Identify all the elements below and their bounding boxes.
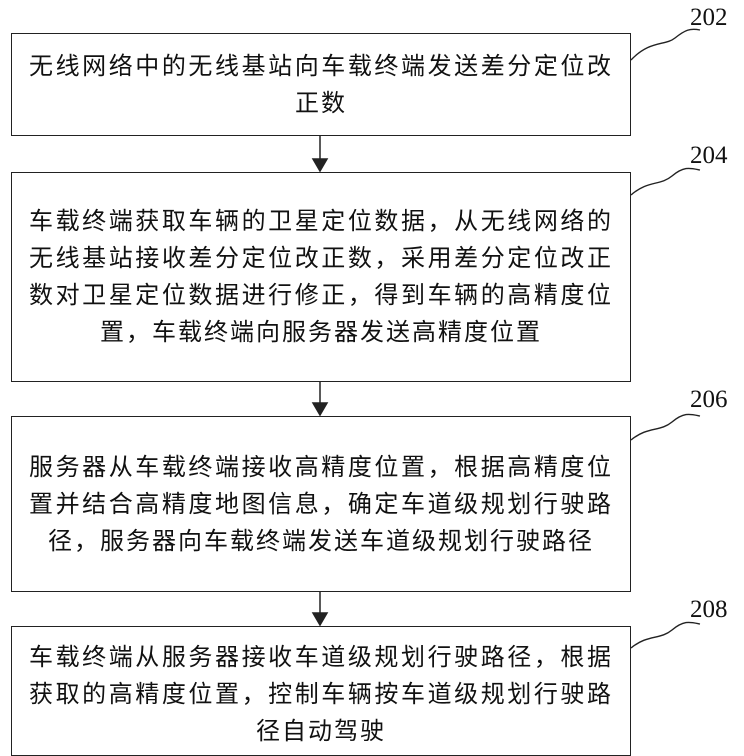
step-text-204: 车载终端获取车辆的卫星定位数据，从无线网络的无线基站接收差分定位改正数，采用差分… <box>29 207 613 346</box>
leader-line-202 <box>630 28 701 61</box>
leader-line-204 <box>630 167 701 196</box>
leader-line-208 <box>630 621 701 649</box>
step-box-204: 车载终端获取车辆的卫星定位数据，从无线网络的无线基站接收差分定位改正数，采用差分… <box>11 172 631 382</box>
step-number-208: 208 <box>690 596 728 623</box>
step-box-202: 无线网络中的无线基站向车载终端发送差分定位改正数 <box>11 33 631 136</box>
leader-line-206 <box>630 413 701 441</box>
step-number-206: 206 <box>690 386 728 413</box>
step-text-202: 无线网络中的无线基站向车载终端发送差分定位改正数 <box>29 51 613 117</box>
step-text-208: 车载终端从服务器接收车道级规划行驶路径，根据获取的高精度位置，控制车辆按车道级规… <box>29 643 613 745</box>
arrow-202-to-204 <box>311 136 329 173</box>
step-number-202: 202 <box>690 4 728 31</box>
arrow-206-to-208 <box>311 592 329 627</box>
step-box-208: 车载终端从服务器接收车道级规划行驶路径，根据获取的高精度位置，控制车辆按车道级规… <box>11 626 631 756</box>
step-box-206: 服务器从车载终端接收高精度位置，根据高精度位置并结合高精度地图信息，确定车道级规… <box>11 416 631 592</box>
arrow-204-to-206 <box>311 382 329 417</box>
step-text-206: 服务器从车载终端接收高精度位置，根据高精度位置并结合高精度地图信息，确定车道级规… <box>29 452 613 555</box>
step-number-204: 204 <box>690 142 728 169</box>
